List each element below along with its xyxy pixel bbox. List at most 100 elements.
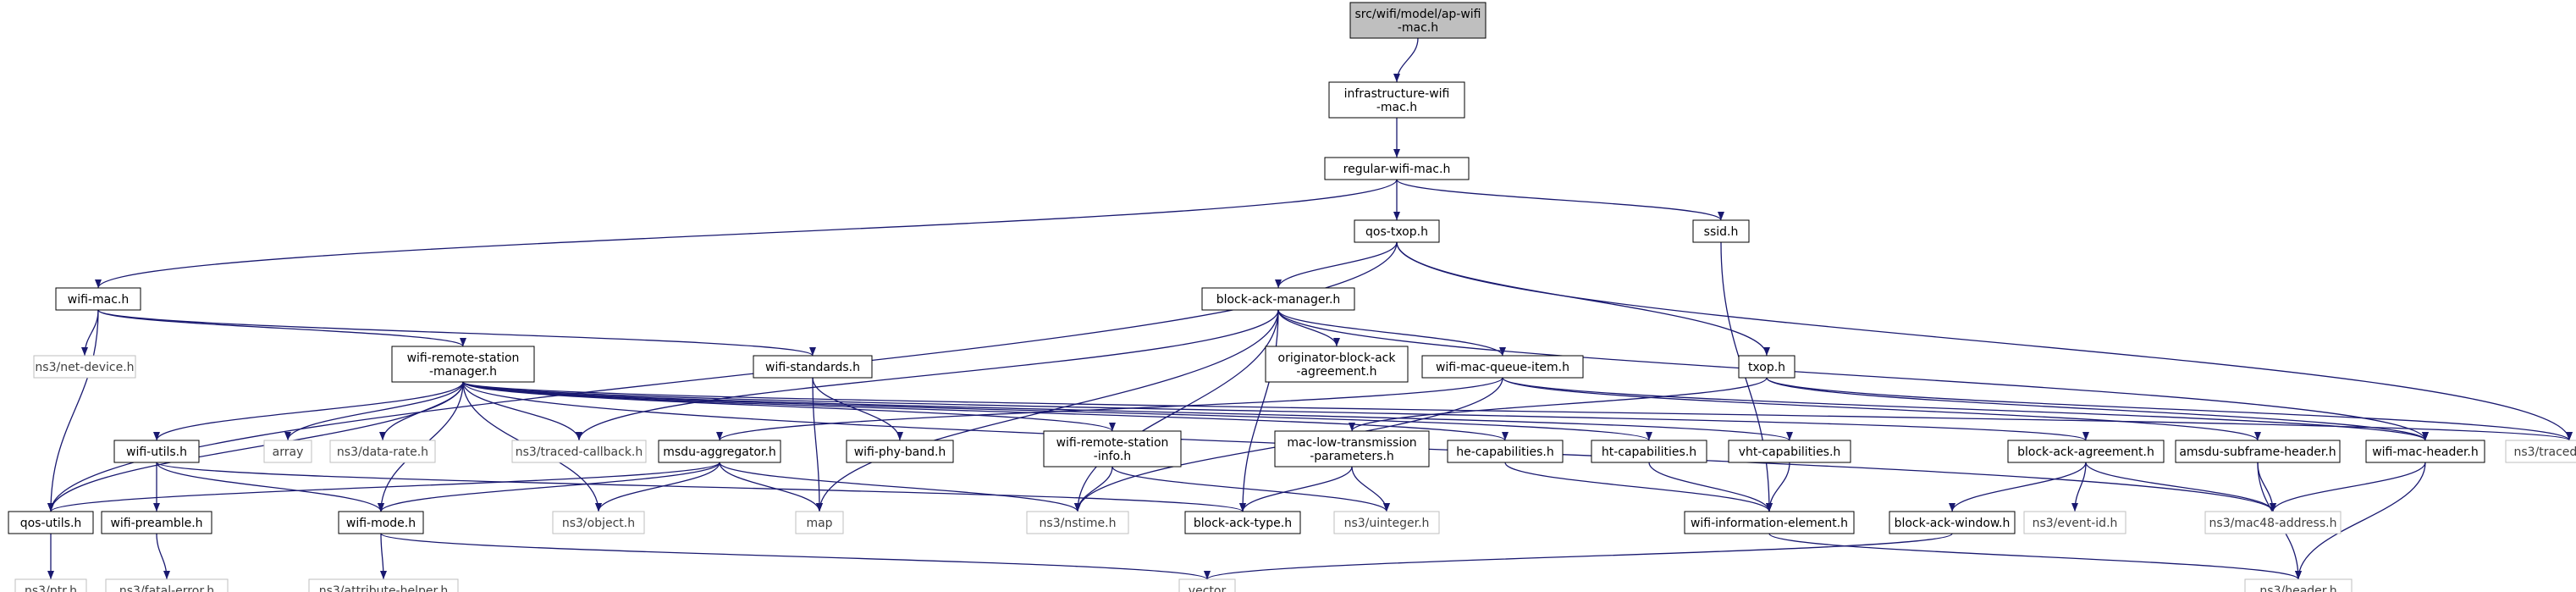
dependency-edge [1396,241,2573,441]
node-ap[interactable]: src/wifi/model/ap-wifi-mac.h [1349,2,1487,39]
node-label: ns3/traced-value.h [2513,445,2576,459]
node-label: wifi-information-element.h [1691,517,1848,530]
dependency-edge [1766,462,1790,512]
node-amsdu[interactable]: amsdu-subframe-header.h [2175,440,2341,463]
node-vht-cap[interactable]: vht-capabilities.h [1728,440,1851,463]
node-label: -mac.h [1376,101,1417,114]
node-label: map [806,517,832,530]
dependency-edge [462,381,2089,441]
dependency-edge [462,381,1509,441]
dependency-edge [2071,462,2087,512]
node-array: array [263,440,312,463]
node-nstime: ns3/nstime.h [1026,511,1129,534]
dependency-edge [719,462,823,512]
node-net-device: ns3/net-device.h [33,355,136,379]
node-label: ns3/ptr.h [25,584,77,592]
node-box [1728,440,1851,463]
node-label: -manager.h [429,365,497,379]
node-label: wifi-remote-station [1056,436,1169,450]
node-label: mac-low-transmission [1287,436,1416,450]
node-box [1333,511,1440,534]
node-label: -agreement.h [1296,365,1376,379]
node-box [55,287,141,311]
dependency-edge [1239,466,1353,512]
node-block-ack-type[interactable]: block-ack-type.h [1184,511,1301,534]
dependency-edge [1074,309,1279,512]
node-block-ack-manager[interactable]: block-ack-manager.h [1201,287,1355,311]
dependency-edge [156,462,384,512]
node-queue-item[interactable]: wifi-mac-queue-item.h [1421,355,1584,379]
node-box [1328,81,1465,119]
node-map: map [795,511,844,534]
node-regular[interactable]: regular-wifi-mac.h [1324,157,1470,180]
dependency-edge [47,462,720,512]
node-wifi-info-element[interactable]: wifi-information-element.h [1684,511,1855,534]
node-msdu-aggregator[interactable]: msdu-aggregator.h [658,440,781,463]
node-label: ssid.h [1704,225,1739,239]
dependency-edge [1766,377,2429,441]
node-he-cap[interactable]: he-capabilities.h [1447,440,1564,463]
dependency-edge [97,309,816,357]
node-box [1692,219,1750,243]
node-label: regular-wifi-mac.h [1343,163,1451,176]
node-wifi-mode[interactable]: wifi-mode.h [338,511,424,534]
node-label: block-ack-agreement.h [2017,445,2154,459]
node-label: ns3/nstime.h [1040,517,1117,530]
node-box [2023,511,2126,534]
node-qos-utils[interactable]: qos-utils.h [8,511,94,534]
node-wifi-standards[interactable]: wifi-standards.h [753,355,873,379]
node-mac-low-params[interactable]: mac-low-transmission-parameters.h [1274,430,1430,468]
node-box [552,511,645,534]
node-infra[interactable]: infrastructure-wifi-mac.h [1328,81,1465,119]
dependency-edge [1504,462,1773,512]
node-originator[interactable]: originator-block-ack-agreement.h [1265,346,1409,383]
node-wifi-utils[interactable]: wifi-utils.h [113,440,200,463]
dependency-edge [1277,309,1506,357]
node-box [1184,511,1301,534]
node-fatal-error: ns3/fatal-error.h [105,578,229,592]
node-box [1447,440,1564,463]
node-wifi-mac[interactable]: wifi-mac.h [55,287,141,311]
dependency-edge [1111,466,1390,512]
node-label: -info.h [1094,450,1131,463]
node-box [1265,346,1409,383]
dependency-edge [47,309,99,512]
node-box [511,440,647,463]
node-box [113,440,200,463]
node-label: ns3/traced-callback.h [516,445,643,459]
node-txop[interactable]: txop.h [1738,355,1795,379]
dependency-edge [378,462,720,512]
node-box [105,578,229,592]
dependency-edge [576,309,1279,441]
node-ssid[interactable]: ssid.h [1692,219,1750,243]
node-wifi-preamble[interactable]: wifi-preamble.h [101,511,212,534]
dependency-edge [95,179,1398,289]
dependency-edge [462,381,1116,432]
node-ht-cap[interactable]: ht-capabilities.h [1591,440,1707,463]
dependency-edge [284,381,464,441]
dependency-edge [812,377,823,512]
dependency-edge [1502,377,2261,441]
node-label: qos-txop.h [1365,225,1428,239]
node-ptr: ns3/ptr.h [14,578,87,592]
dependency-edge [1074,466,1113,512]
node-block-ack-agreement[interactable]: block-ack-agreement.h [2007,440,2165,463]
node-block-ack-window[interactable]: block-ack-window.h [1889,511,2016,534]
node-box [2365,440,2485,463]
node-box [1324,157,1470,180]
node-box [263,440,312,463]
node-qos-txop[interactable]: qos-txop.h [1354,219,1440,243]
dependency-edge [1349,377,1768,432]
node-data-rate: ns3/data-rate.h [329,440,436,463]
node-wifi-mac-header[interactable]: wifi-mac-header.h [2365,440,2485,463]
node-remote-station-info[interactable]: wifi-remote-station-info.h [1043,430,1182,468]
dependency-edge [97,309,466,347]
node-remote-station-mgr[interactable]: wifi-remote-station-manager.h [391,346,535,383]
dependency-edge [1351,466,1390,512]
node-box [14,578,87,592]
node-label: wifi-mac.h [68,293,129,307]
node-label: wifi-utils.h [126,445,187,459]
node-wifi-phy-band[interactable]: wifi-phy-band.h [846,440,954,463]
node-box [795,511,844,534]
node-label: -mac.h [1398,21,1438,35]
